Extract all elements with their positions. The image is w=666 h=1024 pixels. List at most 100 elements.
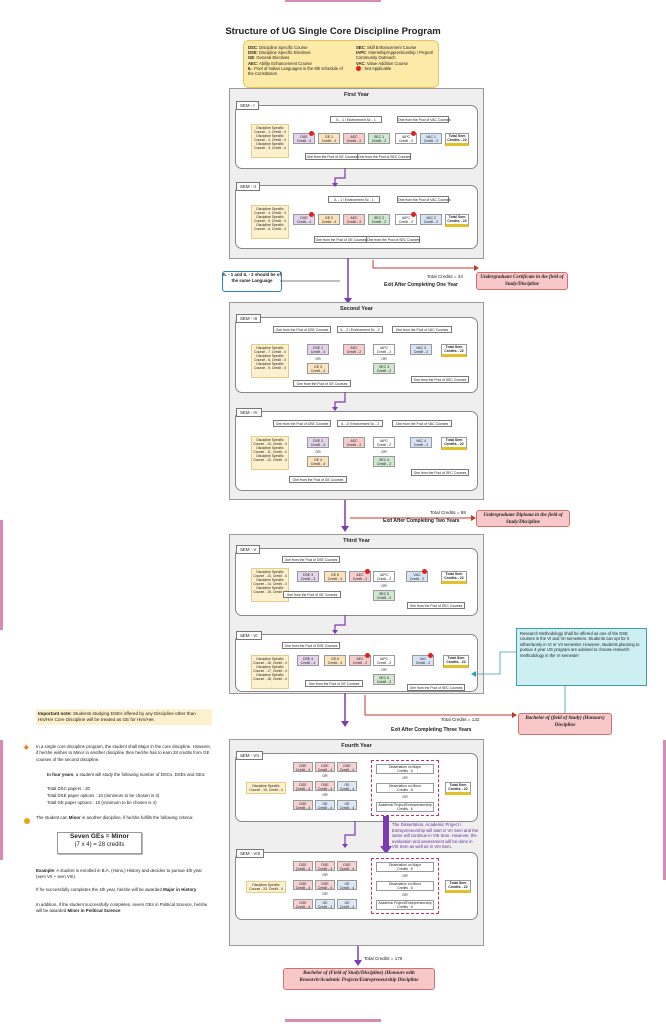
research-to-award-connector xyxy=(564,686,566,713)
sem-7-diss-or-2: OR xyxy=(402,795,408,799)
sem-8-grid-or-2: OR xyxy=(322,892,328,896)
connector-exit-2 xyxy=(341,500,476,532)
connector-sem1-sem2 xyxy=(332,168,346,187)
sem-3-total: Total Sem Credits - 22 xyxy=(441,344,467,357)
sem-6-dsc-list: Discipline Specific Course - 16, Credit … xyxy=(251,655,289,689)
legend-item-dsc: DSC: Discipline Specific Course xyxy=(248,45,308,50)
research-methodology-note: Research Methodology shall be offered as… xyxy=(516,628,647,686)
year-title-first: First Year xyxy=(344,92,369,98)
sem-7-total: Total Sem Credits - 22 xyxy=(445,782,471,795)
connector-sem3-sem4 xyxy=(332,392,346,411)
bullet-icon xyxy=(24,818,30,824)
sem-8-grid-or-1: OR xyxy=(322,873,328,877)
sem-3-sec-pool: One from the Pool of SEC Courses xyxy=(411,376,469,383)
sem-7-grid-or-2: OR xyxy=(322,793,328,797)
legend-box: DSC: Discipline Specific Course DSE: Dis… xyxy=(243,40,439,88)
bottom-bar-mark xyxy=(285,1019,381,1022)
sem-5-dsc-list: Discipline Specific Course - 13, Credit … xyxy=(251,568,289,602)
legend-item-iapc: IAPC: Internship/Apprenticeship / Projec… xyxy=(356,50,434,61)
sem-2-il-env: IL - 1 / Environment Sc - 1 xyxy=(328,196,380,203)
example-text: Example: A student is enrolled in B.A. (… xyxy=(36,868,202,880)
sem-4-vac-pool: One from the Pool of VAC Courses xyxy=(392,420,452,427)
legend-item-na: : Not Applicable xyxy=(356,66,436,72)
right-sidebar-mark xyxy=(663,740,666,880)
minor-dse-count: Total DSE paper options : 10 (minimum to… xyxy=(47,793,160,798)
minor-dsc-count: Total DSC papers : 20 xyxy=(47,786,90,791)
dissertation-arrow-icon xyxy=(380,816,392,854)
final-credits: Total Credits = 176 xyxy=(364,956,403,961)
sem-2-iapc-not-applicable-icon xyxy=(411,212,416,217)
sem-6-aec-not-applicable-icon xyxy=(365,653,370,658)
page-title: Structure of UG Single Core Discipline P… xyxy=(225,26,441,37)
sem-8-dsc: Discipline Specific Course - 20, Credit … xyxy=(246,881,286,893)
exit-3-award: Bachelor of (field of Study) (Honours) D… xyxy=(518,713,612,735)
sem-2-label: SEM - II xyxy=(236,182,260,191)
sem-1-sec-pool: One from the Pool of SEC Courses xyxy=(357,153,411,160)
sem-6-sec-pool: One from the Pool of SEC Courses xyxy=(407,684,465,691)
sem-8-label: SEM - VIII xyxy=(236,849,265,858)
connector-exit-3 xyxy=(341,693,517,727)
sem-5-label: SEM - V xyxy=(236,545,261,554)
example-minor: In addition, if the student successfully… xyxy=(36,902,208,914)
sem-3-or: OR xyxy=(315,357,321,361)
important-note: Important note: Students studying DSEs o… xyxy=(36,709,212,725)
exit-1-label: Exit After Completing One Year xyxy=(384,282,458,288)
sem-8-diss-or-1: OR xyxy=(402,874,408,878)
research-note-connector xyxy=(471,651,516,677)
legend-item-dse: DSE: Discipline Specific Electives xyxy=(248,50,311,56)
sem-5-or: OR xyxy=(381,584,387,588)
sem-7-grid-or-1: OR xyxy=(322,774,328,778)
sem-3-dse-pool: One from the Pool of DSE Courses xyxy=(273,326,331,333)
sem-7-diss-or-1: OR xyxy=(402,776,408,780)
sem-6-dse-pool: One from the Pool of DSE Courses xyxy=(282,642,340,649)
left-sidebar-mark-2 xyxy=(0,740,3,860)
sem-7-dsc: Discipline Specific Course - 19, Credit … xyxy=(246,782,286,794)
sem-3-vac-pool: One from the Pool of VAC Courses xyxy=(392,326,452,333)
sem-5-dse-pool: One from the Pool of DSE Courses xyxy=(282,556,340,563)
exit-3-label: Exit After Completing Three Years xyxy=(391,727,472,733)
dissertation-note: The Dissertation, Academic Project / Ent… xyxy=(392,822,479,850)
sem-7-label: SEM - VII xyxy=(236,751,263,760)
sem-2-total: Total Sem Credits - 22 xyxy=(445,214,469,227)
sem-5-ge-pool: One from the Pool of GE Courses xyxy=(283,591,341,598)
top-bar-mark xyxy=(285,0,381,2)
sem-6-total: Total Sem Credits - 22 xyxy=(443,655,469,668)
sem-2-dse-not-applicable-icon xyxy=(309,212,314,217)
il-language-note: IL - 1 and IL - 2 should be of the same … xyxy=(222,271,282,292)
sem-4-total: Total Sem Credits - 22 xyxy=(441,437,467,450)
connector-sem5-sem6 xyxy=(332,615,346,634)
